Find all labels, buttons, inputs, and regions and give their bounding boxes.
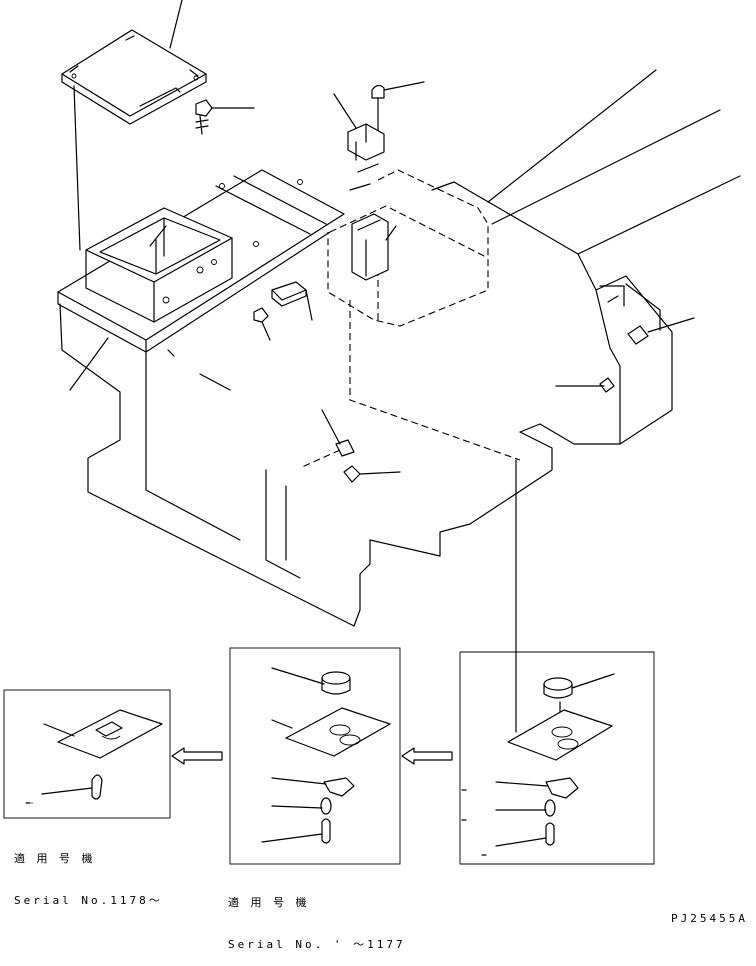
deck-plate (57, 169, 345, 353)
drawing-code: PJ25455A (671, 912, 748, 925)
detail-panel-left (3, 689, 171, 819)
arrow-left-icon (401, 747, 453, 765)
serial-range: Serial No. ' ～1177 (228, 938, 406, 951)
side-fitting (555, 317, 695, 393)
panel-left-caption: 適 用 号 機 Serial No.1178～ (14, 824, 163, 922)
tool-box (85, 207, 233, 323)
applicability-label: 適 用 号 機 (228, 896, 311, 909)
detail-panel-middle (229, 647, 401, 865)
cover-plate (61, 0, 207, 125)
applicability-label: 適 用 号 機 (14, 852, 97, 865)
tank-bracket (333, 93, 385, 191)
main-assembly (57, 0, 741, 733)
parts-diagram (3, 0, 741, 865)
frame-body (59, 303, 553, 627)
filter-holder (351, 213, 397, 281)
small-bracket (253, 281, 313, 341)
rear-frame (431, 69, 741, 445)
panel-middle-caption: 適 用 号 機 Serial No. ' ～1177 (228, 868, 406, 966)
lock-key (195, 99, 255, 135)
hydraulic-tank (327, 169, 521, 461)
center-fitting (299, 409, 401, 483)
serial-range: Serial No.1178～ (14, 894, 163, 907)
detail-panel-right (31, 651, 655, 865)
arrow-left-icon (171, 747, 223, 765)
